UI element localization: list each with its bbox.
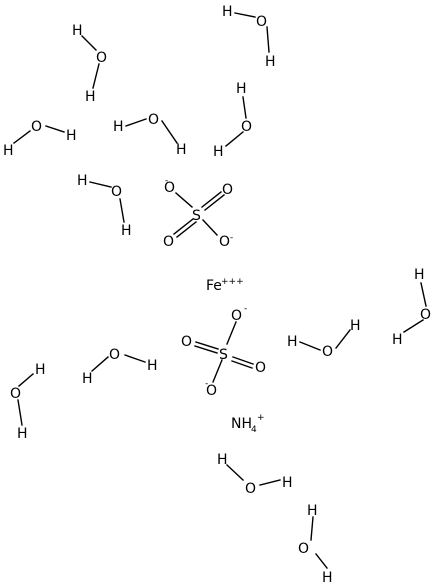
hydrogen-atom: H [72, 23, 83, 39]
oxygen-atom: O [322, 344, 333, 360]
water-molecule: H O H [392, 267, 431, 348]
water-molecule: H O H [72, 23, 107, 105]
oxygen-atom: O [255, 360, 266, 376]
hydrogen-atom: H [113, 119, 124, 135]
water-molecule: H O H [298, 503, 333, 586]
hydrogen-atom: H [77, 173, 88, 189]
water-molecule: H O H [3, 119, 77, 159]
oxygen-atom: O [241, 119, 252, 135]
oxygen-atom: O [206, 383, 217, 399]
hydrogen-atom: H [414, 267, 425, 283]
hydrogen-atom: H [17, 426, 28, 442]
oxygen-atom: O [148, 112, 159, 128]
ammonium-symbol: NH [231, 416, 252, 432]
iron-ion: Fe +++ [206, 277, 244, 294]
oxygen-atom: O [163, 234, 174, 250]
hydrogen-atom: H [85, 89, 96, 105]
oxygen-atom: O [222, 182, 233, 198]
sulfur-atom: S [192, 208, 201, 224]
hydrogen-atom: H [350, 318, 361, 334]
sulfur-atom: S [219, 347, 228, 363]
oxygen-atom: O [181, 334, 192, 350]
hydrogen-atom: H [213, 144, 224, 160]
oxygen-atom: O [245, 481, 256, 497]
water-molecule: H O H [113, 112, 187, 158]
water-molecule: H O H [217, 452, 293, 497]
hydrogen-atom: H [265, 54, 276, 70]
hydrogen-atom: H [236, 81, 247, 97]
water-molecule: H O H [222, 4, 276, 70]
ammonium-ion: NH 4 + [231, 413, 265, 435]
hydrogen-atom: H [66, 128, 77, 144]
oxygen-atom: O [164, 180, 175, 196]
water-molecule: H O H [77, 173, 132, 239]
oxygen-atom: O [298, 541, 309, 557]
oxygen-atom: O [231, 308, 242, 324]
oxygen-atom: O [256, 14, 267, 30]
oxygen-atom: O [420, 307, 431, 323]
hydrogen-atom: H [322, 570, 333, 586]
iron-charge: +++ [221, 277, 244, 287]
oxygen-atom: O [31, 119, 42, 135]
water-molecule: H O H [10, 362, 46, 442]
hydrogen-atom: H [147, 358, 158, 374]
hydrogen-atom: H [222, 4, 233, 20]
hydrogen-atom: H [392, 332, 403, 348]
hydrogen-atom: H [307, 503, 318, 519]
oxygen-atom: O [219, 234, 230, 250]
charge-sign: - [165, 176, 168, 186]
oxygen-atom: O [96, 50, 107, 66]
oxygen-atom: O [10, 386, 21, 402]
water-molecule: H O H [213, 81, 252, 160]
hydrogen-atom: H [121, 223, 132, 239]
charge-sign: - [230, 233, 233, 243]
oxygen-atom: O [111, 184, 122, 200]
oxygen-atom: O [109, 347, 120, 363]
water-molecule: H O H [82, 347, 158, 387]
hydrogen-atom: H [82, 371, 93, 387]
sulfate-ion: O - O S O O - [163, 176, 233, 250]
hydrogen-atom: H [3, 143, 14, 159]
sulfate-ion: O - O S O O - [181, 304, 266, 399]
hydrogen-atom: H [217, 452, 228, 468]
ammonium-charge: + [257, 413, 265, 423]
ammonium-subscript: 4 [251, 425, 257, 435]
hydrogen-atom: H [35, 362, 46, 378]
hydrogen-atom: H [287, 334, 298, 350]
hydrogen-atom: H [176, 142, 187, 158]
water-molecule: H O H [287, 318, 361, 360]
charge-sign: - [244, 304, 247, 314]
hydrogen-atom: H [282, 475, 293, 491]
iron-symbol: Fe [206, 278, 222, 294]
charge-sign: - [205, 379, 208, 389]
